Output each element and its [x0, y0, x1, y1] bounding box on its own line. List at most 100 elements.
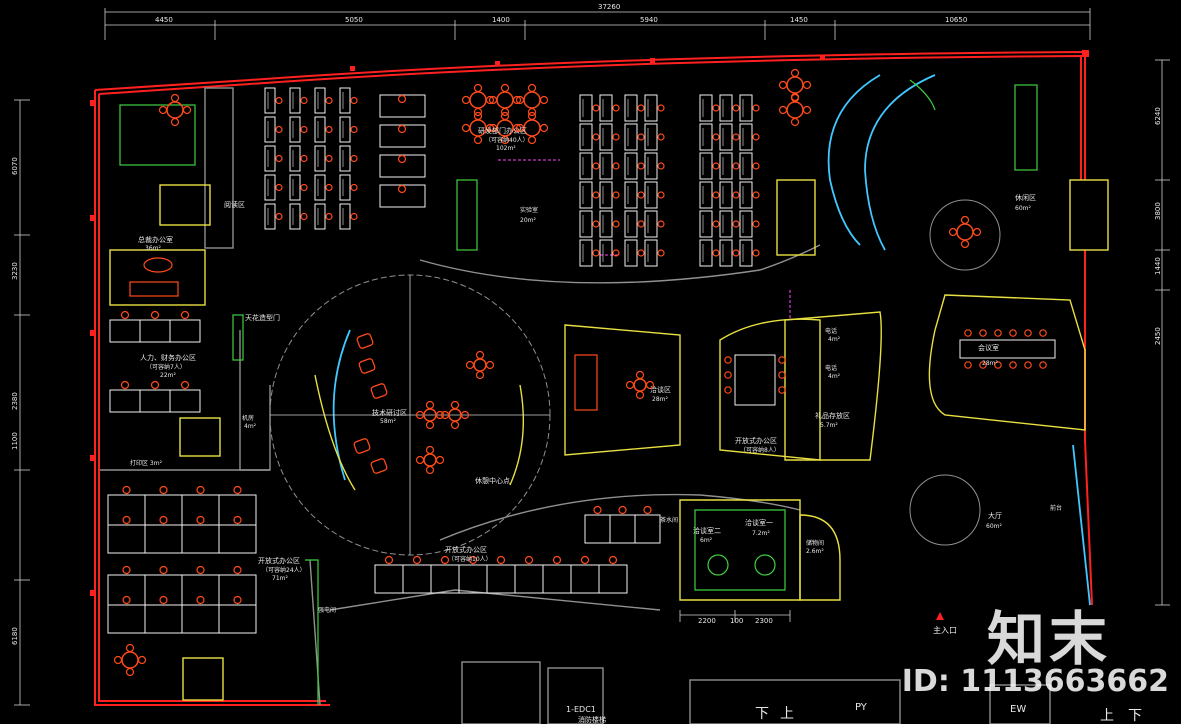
chair [137, 655, 147, 665]
chair [994, 329, 1002, 337]
round-table [523, 91, 541, 109]
desk-unit [402, 564, 432, 594]
round-table [423, 453, 437, 467]
label-electric: 强电间 [318, 606, 336, 614]
chair [612, 249, 620, 257]
desk-unit [169, 389, 201, 413]
chair [500, 135, 510, 145]
chair [527, 83, 537, 93]
desk-unit [579, 239, 593, 267]
label-nego2: 洽谈室二 [693, 526, 721, 535]
chair [325, 125, 333, 134]
label-phone2: 电话 [825, 364, 837, 372]
desk-unit [169, 319, 201, 343]
chair [473, 107, 483, 117]
chair [300, 154, 308, 163]
area-nego1: 7.2m² [752, 530, 770, 537]
desk-unit [699, 210, 713, 238]
desk-unit [144, 494, 183, 526]
desk-unit [599, 181, 613, 209]
desk-unit [579, 123, 593, 151]
chair [732, 162, 740, 170]
round-table [786, 76, 804, 94]
chair [435, 455, 445, 465]
desk-unit [107, 574, 146, 606]
chair [275, 183, 283, 192]
chair [384, 555, 394, 565]
desk-unit [699, 94, 713, 122]
rest-circle [929, 199, 1001, 271]
area-gift: 5.7m² [820, 422, 838, 429]
desk-unit [144, 574, 183, 606]
desk-unit [644, 123, 658, 151]
desk-unit [339, 203, 351, 230]
room-labels: 总裁办公室 36m² 阅读区 人力、财务办公区 （可容纳7人） 22m² 机房 … [130, 126, 1142, 724]
chair [637, 191, 645, 199]
chair [300, 125, 308, 134]
desk-unit [374, 564, 404, 594]
chair [415, 410, 425, 420]
desk-unit [339, 116, 351, 143]
green-elements [119, 84, 1038, 705]
sofa [129, 281, 179, 297]
watermark-id: ID: 1113663662 [901, 664, 1169, 699]
dim-right-3: 1440 [1154, 257, 1162, 275]
desk-unit [289, 203, 301, 230]
chair [539, 95, 549, 105]
area-storage: 2.6m² [806, 548, 824, 555]
chair [461, 95, 471, 105]
dim-top-6: 10650 [945, 16, 967, 24]
chair [778, 80, 788, 90]
chair [475, 370, 485, 380]
chair [415, 455, 425, 465]
desk-unit [609, 514, 636, 544]
label-reading: 阅读区 [224, 200, 245, 209]
desk-unit [144, 524, 183, 554]
label-ew: EW [1010, 704, 1026, 715]
chair [637, 249, 645, 257]
desk-unit [107, 604, 146, 634]
chair [122, 485, 131, 495]
dim-left-4: 1100 [11, 432, 19, 450]
chair [325, 96, 333, 105]
desk-unit [579, 181, 593, 209]
chair [592, 220, 600, 228]
chair [732, 104, 740, 112]
chair [275, 96, 283, 105]
label-meeting: 会议室 [978, 343, 999, 352]
desk-unit [719, 239, 733, 267]
area-manager: 36m² [145, 245, 161, 252]
round-table [473, 358, 487, 372]
cap-open-south: （可容纳10人） [448, 555, 492, 563]
chair [122, 565, 131, 575]
dim-right-2: 3800 [1154, 202, 1162, 220]
chair [122, 515, 131, 525]
chair [485, 360, 495, 370]
label-print: 打印区 3m² [130, 459, 163, 467]
chair [657, 191, 665, 199]
label-server: 机房 [242, 414, 254, 422]
chair [625, 380, 635, 390]
dim-top-5: 1450 [790, 16, 808, 24]
chair [196, 595, 205, 605]
label-up2: 上 [1100, 708, 1114, 724]
desk-unit [144, 604, 183, 634]
chair [1024, 329, 1032, 337]
chair [593, 505, 602, 515]
desk-unit [181, 524, 220, 554]
desk-unit [339, 87, 351, 114]
desk-unit [624, 181, 638, 209]
chair [539, 123, 549, 133]
desk-unit [542, 564, 572, 594]
desk-unit [644, 94, 658, 122]
area-finance: 22m² [160, 372, 176, 379]
dim-bottom-2: 100 [730, 617, 743, 625]
desk-unit [598, 564, 628, 594]
label-tech: 技术研讨区 [372, 408, 407, 417]
desk-unit [289, 116, 301, 143]
chair [196, 565, 205, 575]
desk-unit [719, 181, 733, 209]
chair [196, 485, 205, 495]
